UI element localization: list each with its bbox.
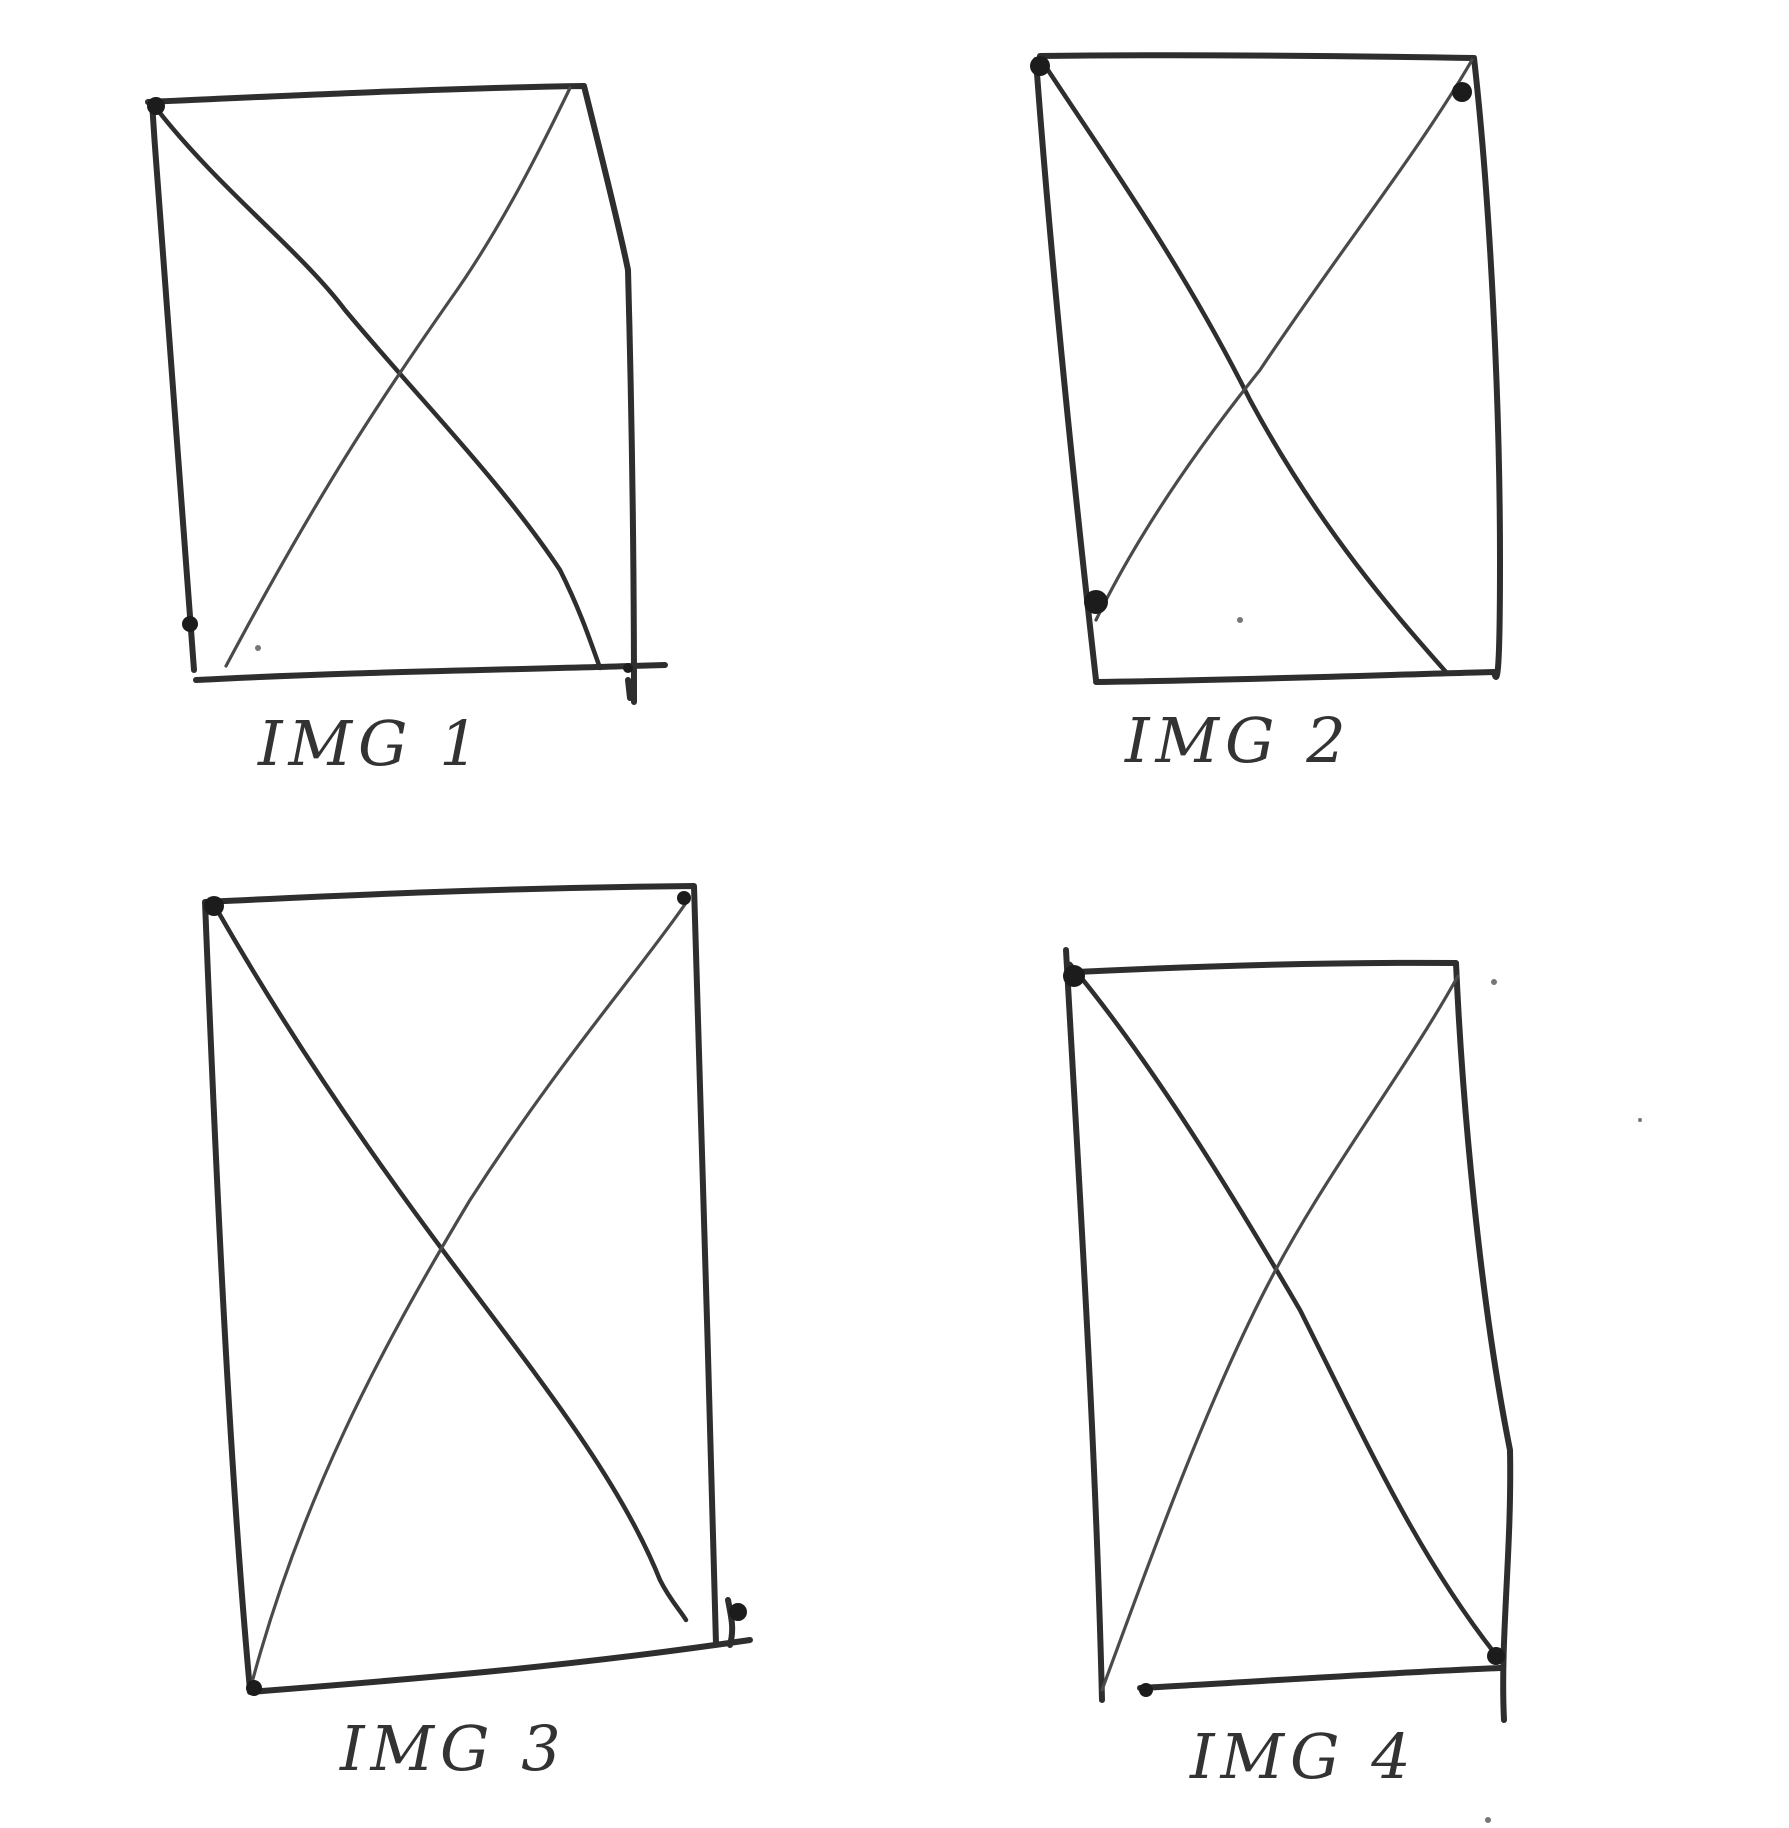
placeholder-caption: IMG 3 bbox=[339, 1712, 567, 1785]
placeholder-diagonal bbox=[1100, 974, 1460, 1692]
placeholder-diagonal bbox=[224, 86, 572, 668]
placeholder-frame bbox=[1033, 52, 1503, 685]
image-placeholder-2: IMG 2 bbox=[1030, 52, 1503, 777]
placeholder-diagonal bbox=[248, 898, 690, 1692]
placeholder-diagonal bbox=[1094, 58, 1474, 622]
placeholder-frame bbox=[145, 83, 668, 705]
placeholder-frame bbox=[202, 883, 753, 1695]
placeholder-caption: IMG 1 bbox=[257, 707, 485, 780]
image-placeholder-1: IMG 1 bbox=[145, 83, 668, 780]
image-placeholder-3: IMG 3 bbox=[202, 883, 753, 1785]
placeholder-caption: IMG 2 bbox=[1124, 704, 1352, 777]
placeholder-diagonal bbox=[1041, 61, 1449, 675]
placeholder-diagonal bbox=[153, 105, 603, 671]
image-placeholder-4: IMG 4 bbox=[1063, 947, 1642, 1823]
placeholder-frame bbox=[1063, 947, 1514, 1723]
placeholder-caption: IMG 4 bbox=[1189, 1720, 1417, 1793]
placeholder-diagonal bbox=[1067, 961, 1503, 1663]
placeholder-diagonal bbox=[213, 905, 689, 1623]
